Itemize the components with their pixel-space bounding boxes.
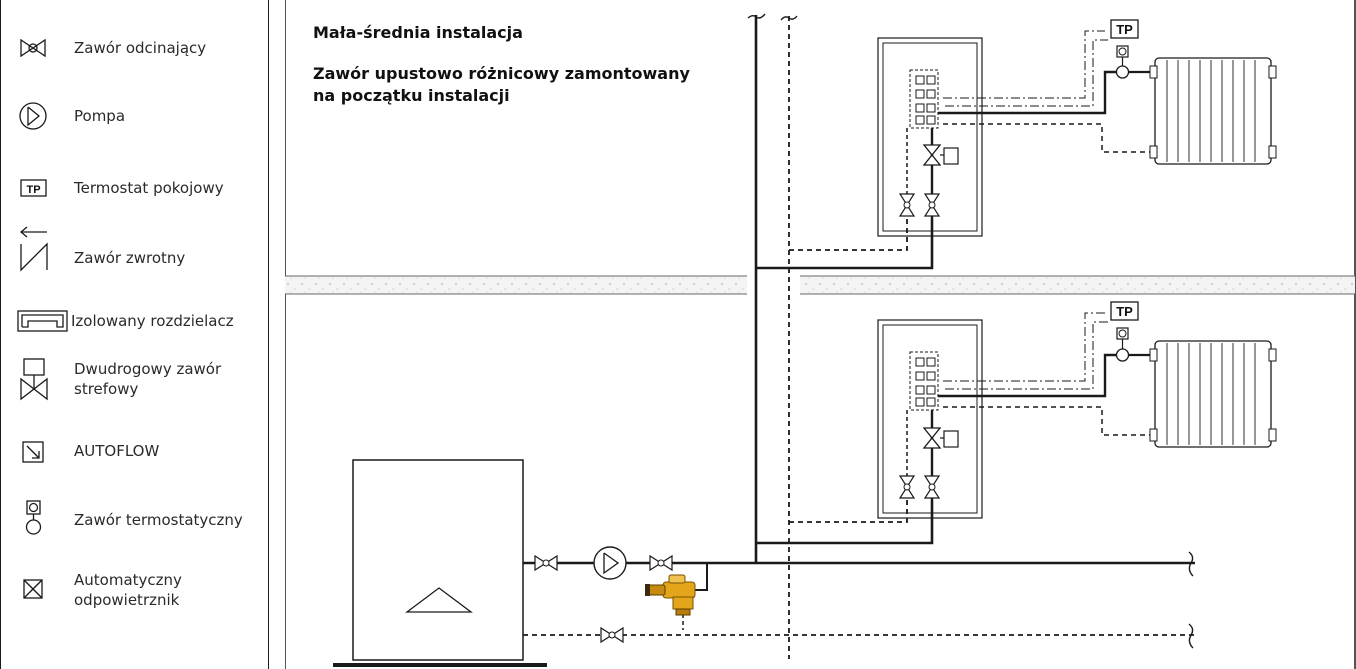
zone-valve-icon [20,358,48,401]
return-riser [780,15,798,659]
room-thermostat-upper: TP [1110,19,1139,39]
legend-label: Zawór odcinający [74,39,207,57]
thermostat-label-lower: TP [1116,304,1133,319]
air-vent-icon [23,579,43,599]
heating-diagram: Mała-średnia instalacja Zawór upustowo r… [285,0,1356,669]
thermostat-icon-text: TP [26,184,40,196]
manifold-upper [909,69,939,129]
legend-label: Zawór zwrotny [74,249,186,267]
manifold-cabinet-upper [877,37,983,237]
manifold-cabinet-lower [877,319,983,519]
manifold-lower [909,351,939,411]
legend-label: Izolowany rozdzielacz [71,312,234,330]
room-thermostat-lower: TP [1110,301,1139,321]
zone-valve-lower [922,427,942,449]
thermostatic-valve-icon [25,500,42,535]
legend-label: Dwudrogowy zawór strefowy [74,360,222,398]
radiator-lower [1149,340,1277,448]
legend-label: AUTOFLOW [74,442,160,460]
boiler-flame-icon [405,587,473,613]
floor-slab [285,275,1355,295]
diagram-subtitle-line2: na początku instalacji [313,86,510,105]
room-thermostat-icon: TP [20,179,47,197]
thermostat-label-upper: TP [1116,22,1133,37]
zone-valve-upper [922,144,942,166]
legend-label: Pompa [74,107,126,125]
supply-shutoff-valve-1 [534,554,558,572]
diagram-subtitle-line1: Zawór upustowo różnicowy zamontowany [313,64,690,83]
legend-label: Termostat pokojowy [74,179,224,197]
radiator-upper [1149,57,1277,165]
return-shutoff-valve [600,626,624,644]
supply-riser [747,13,766,563]
diagram-title: Mała-średnia instalacja [313,23,523,42]
return-main [523,623,1195,649]
autoflow-icon [22,441,44,463]
boiler [333,459,547,667]
legend-label: Automatyczny odpowietrznik [74,571,182,609]
upper-floor-group: TP [756,19,1277,270]
insulated-manifold-icon [17,310,68,332]
pump-icon [19,102,47,130]
check-valve-icon [19,226,48,272]
lower-floor-group: TP [756,301,1277,545]
supply-shutoff-valve-2 [649,554,673,572]
diagram-svg: Mała-średnia instalacja Zawór upustowo r… [285,0,1356,669]
differential-bypass-valve [645,574,696,616]
shutoff-valve-icon [20,38,46,58]
pump [593,546,627,580]
legend-panel: Zawór odcinający Pompa TP Termostat poko… [0,0,269,669]
legend-label: Zawór termostatyczny [74,511,243,529]
